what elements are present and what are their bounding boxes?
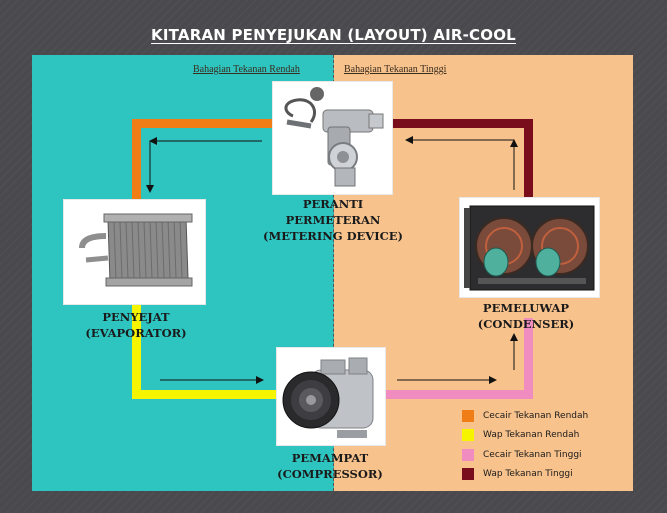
side-divider <box>333 55 334 491</box>
high-pressure-side-label: Bahagian Tekanan Tinggi <box>344 64 447 75</box>
metering-device-label-line1: PERANTI <box>302 197 364 211</box>
legend: Cecair Tekanan Rendah Wap Tekanan Rendah… <box>462 407 588 485</box>
condenser-label-line2: (CONDENSER) <box>477 317 575 331</box>
legend-item-high-pressure-liquid: Cecair Tekanan Tinggi <box>462 446 588 463</box>
page-title: KITARAN PENYEJUKAN (LAYOUT) AIR-COOL <box>151 26 516 44</box>
legend-label: Wap Tekanan Tinggi <box>483 469 573 479</box>
pipe-low-pressure-vapour-bottom <box>132 390 277 399</box>
evaporator-label-line2: (EVAPORATOR) <box>85 326 187 340</box>
pipe-high-pressure-liquid-bottom <box>386 390 533 399</box>
legend-item-low-pressure-vapour: Wap Tekanan Rendah <box>462 427 588 444</box>
evaporator-image <box>63 199 206 305</box>
metering-device-label: PERANTI PERMETERAN (METERING DEVICE) <box>233 196 433 244</box>
metering-device-image <box>272 81 393 195</box>
evaporator-label-line1: PENYEJAT <box>102 310 170 324</box>
pipe-high-pressure-liquid-right <box>524 318 533 399</box>
pipe-high-pressure-vapour-right <box>524 119 533 198</box>
legend-swatch <box>462 429 474 441</box>
low-pressure-side-label: Bahagian Tekanan Rendah <box>193 64 300 75</box>
condenser-label-line1: PEMELUWAP <box>482 301 570 315</box>
compressor-label-line2: (COMPRESSOR) <box>277 467 383 481</box>
condenser-image <box>459 197 600 298</box>
legend-label: Wap Tekanan Rendah <box>483 430 580 440</box>
pipe-low-pressure-liquid-top <box>132 119 274 128</box>
metering-device-label-line3: (METERING DEVICE) <box>263 229 403 243</box>
legend-item-low-pressure-liquid: Cecair Tekanan Rendah <box>462 407 588 424</box>
legend-label: Cecair Tekanan Rendah <box>483 410 589 421</box>
legend-label: Cecair Tekanan Tinggi <box>483 449 582 460</box>
legend-swatch <box>462 409 474 422</box>
metering-device-label-line2: PERMETERAN <box>285 213 381 227</box>
compressor-image <box>276 347 386 446</box>
legend-swatch <box>462 468 474 480</box>
pipe-low-pressure-vapour-left <box>132 303 141 399</box>
compressor-label: PEMAMPAT (COMPRESSOR) <box>230 450 430 482</box>
legend-item-high-pressure-vapour: Wap Tekanan Tinggi <box>462 466 588 483</box>
legend-swatch <box>462 448 474 461</box>
condenser-label: PEMELUWAP (CONDENSER) <box>426 300 626 332</box>
compressor-label-line1: PEMAMPAT <box>291 451 369 465</box>
pipe-high-pressure-vapour-top <box>392 119 533 128</box>
pipe-low-pressure-liquid-left <box>132 119 141 203</box>
evaporator-label: PENYEJAT (EVAPORATOR) <box>36 309 236 341</box>
